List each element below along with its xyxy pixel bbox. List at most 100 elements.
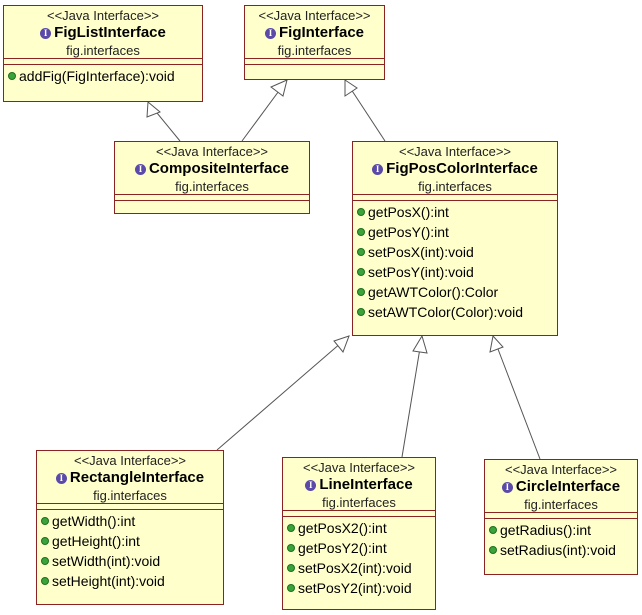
method-item: getHeight():int: [37, 531, 223, 551]
interface-icon: I: [501, 481, 513, 493]
methods-section: getRadius():int setRadius(int):void: [485, 519, 637, 560]
interface-icon: I: [305, 479, 317, 491]
arrowhead-figpos-right: [489, 334, 504, 353]
link-line-figpos: [401, 335, 423, 458]
public-method-icon: [357, 248, 365, 256]
package-name: fig.interfaces: [524, 497, 598, 512]
methods-section: getWidth():int getHeight():int setWidth(…: [37, 510, 223, 591]
method-item: setPosX(int):void: [353, 242, 557, 262]
method-item: setAWTColor(Color):void: [353, 302, 557, 322]
public-method-icon: [287, 544, 295, 552]
method-item: getPosX2():int: [283, 518, 435, 538]
package-name: fig.interfaces: [175, 179, 249, 194]
stereotype: <<Java Interface>>: [398, 144, 512, 159]
stereotype: <<Java Interface>>: [46, 8, 160, 23]
public-method-icon: [41, 577, 49, 585]
methods-section: addFig(FigInterface):void: [4, 65, 202, 86]
arrowhead-figpos-mid: [412, 334, 428, 354]
public-method-icon: [287, 564, 295, 572]
interface-icon: I: [372, 163, 384, 175]
public-method-icon: [41, 557, 49, 565]
arrowhead-fig-right: [344, 79, 358, 97]
fields-section: [353, 195, 557, 201]
stereotype: <<Java Interface>>: [258, 8, 371, 23]
interface-icon: I: [264, 27, 276, 39]
stereotype: <<Java Interface>>: [73, 453, 187, 468]
method-item: setWidth(int):void: [37, 551, 223, 571]
method-item: getPosX():int: [353, 202, 557, 222]
public-method-icon: [41, 517, 49, 525]
method-item: getRadius():int: [485, 520, 637, 540]
method-item: setHeight(int):void: [37, 571, 223, 591]
public-method-icon: [8, 72, 16, 80]
stereotype: <<Java Interface>>: [302, 460, 416, 475]
fields-section: [283, 511, 435, 517]
method-item: setPosY(int):void: [353, 262, 557, 282]
method-item: setPosY2(int):void: [283, 578, 435, 598]
fields-section: [115, 195, 309, 201]
link-rect-figpos: [216, 335, 350, 451]
package-name: fig.interfaces: [418, 179, 492, 194]
interface-icon: I: [134, 163, 146, 175]
public-method-icon: [489, 546, 497, 554]
public-method-icon: [357, 288, 365, 296]
package-name: fig.interfaces: [277, 43, 352, 58]
package-name: fig.interfaces: [322, 495, 396, 510]
public-method-icon: [357, 208, 365, 216]
methods-section: getPosX2():int getPosY2():int setPosX2(i…: [283, 517, 435, 598]
interface-icon: I: [40, 27, 52, 39]
public-method-icon: [357, 228, 365, 236]
method-item: setRadius(int):void: [485, 540, 637, 560]
method-item: getAWTColor():Color: [353, 282, 557, 302]
methods-section: getPosX():int getPosY():int setPosX(int)…: [353, 201, 557, 322]
public-method-icon: [287, 584, 295, 592]
package-name: fig.interfaces: [66, 43, 140, 58]
public-method-icon: [357, 268, 365, 276]
public-method-icon: [41, 537, 49, 545]
method-item: getPosY2():int: [283, 538, 435, 558]
public-method-icon: [287, 524, 295, 532]
method-item: setPosX2(int):void: [283, 558, 435, 578]
arrowhead-figpos-left: [333, 335, 350, 353]
fields-section: [485, 513, 637, 519]
fields-section: [4, 59, 202, 65]
arrowhead-fig-left: [270, 79, 288, 97]
interface-icon: I: [55, 472, 67, 484]
methods-section: [115, 201, 309, 207]
public-method-icon: [357, 308, 365, 316]
arrowhead-figlist: [146, 100, 161, 118]
package-name: fig.interfaces: [93, 488, 167, 503]
methods-section: [245, 65, 384, 73]
stereotype: <<Java Interface>>: [504, 462, 618, 477]
public-method-icon: [489, 526, 497, 534]
method-item: getWidth():int: [37, 511, 223, 531]
fields-section: [245, 59, 384, 65]
method-item: getPosY():int: [353, 222, 557, 242]
stereotype: <<Java Interface>>: [155, 144, 269, 159]
link-circle-figpos: [492, 335, 541, 460]
method-item: addFig(FigInterface):void: [4, 66, 202, 86]
fields-section: [37, 504, 223, 510]
